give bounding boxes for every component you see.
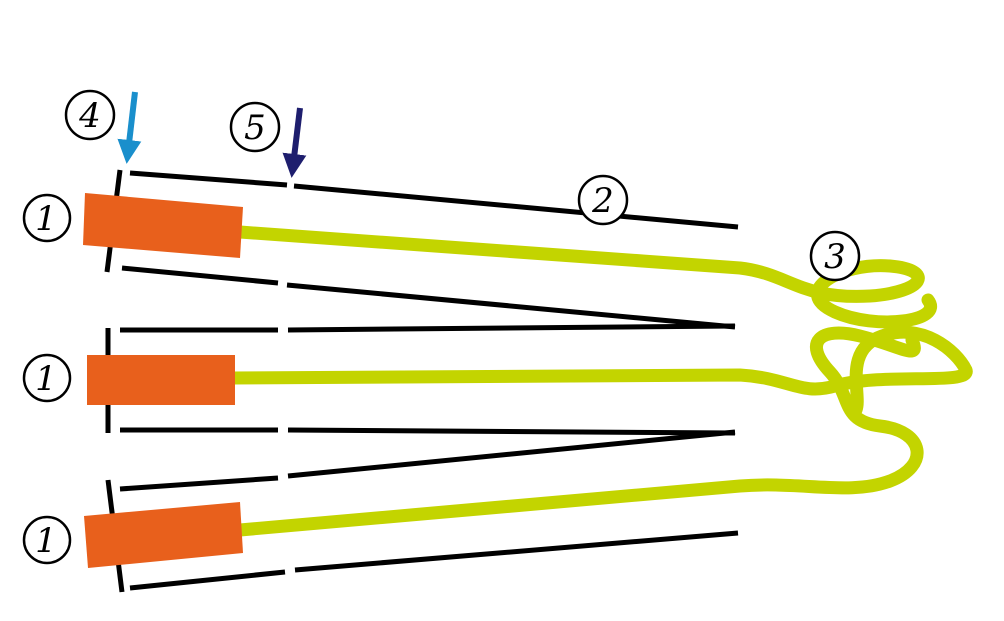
top-lower-line-left	[121, 265, 279, 286]
label-circles	[22, 89, 861, 565]
electrodes	[83, 193, 243, 568]
label-electrode-1c: 1	[35, 521, 57, 561]
arrow-4-icon	[117, 91, 142, 164]
fiber-top	[233, 225, 937, 329]
label-sheath-2: 2	[591, 181, 614, 221]
electrode-top	[83, 193, 243, 258]
label-tangle-3: 3	[824, 237, 846, 277]
top-lower-line-right	[286, 282, 736, 330]
mid-upper-line-right	[287, 323, 736, 333]
arrow-5-icon	[282, 107, 307, 178]
bot-upper-line-right	[287, 429, 736, 479]
fiber-bottom	[233, 326, 924, 537]
bot-lower-line-right	[294, 530, 739, 573]
fiber-middle	[225, 325, 973, 417]
guide-lines	[104, 169, 739, 593]
fibers	[225, 225, 973, 537]
label-marker-4: 4	[78, 96, 101, 136]
top-upper-line-right	[293, 183, 739, 230]
mid-lower-line-right	[287, 427, 736, 436]
label-electrode-1a: 1	[35, 199, 57, 239]
label-marker-5: 5	[244, 108, 266, 148]
label-electrode-1b: 1	[35, 359, 57, 399]
bot-upper-line-left	[119, 475, 279, 492]
bot-lower-line-left	[129, 569, 286, 591]
electrode-middle	[87, 355, 235, 405]
electrode-bottom	[84, 502, 243, 568]
top-upper-line-left	[129, 170, 288, 188]
